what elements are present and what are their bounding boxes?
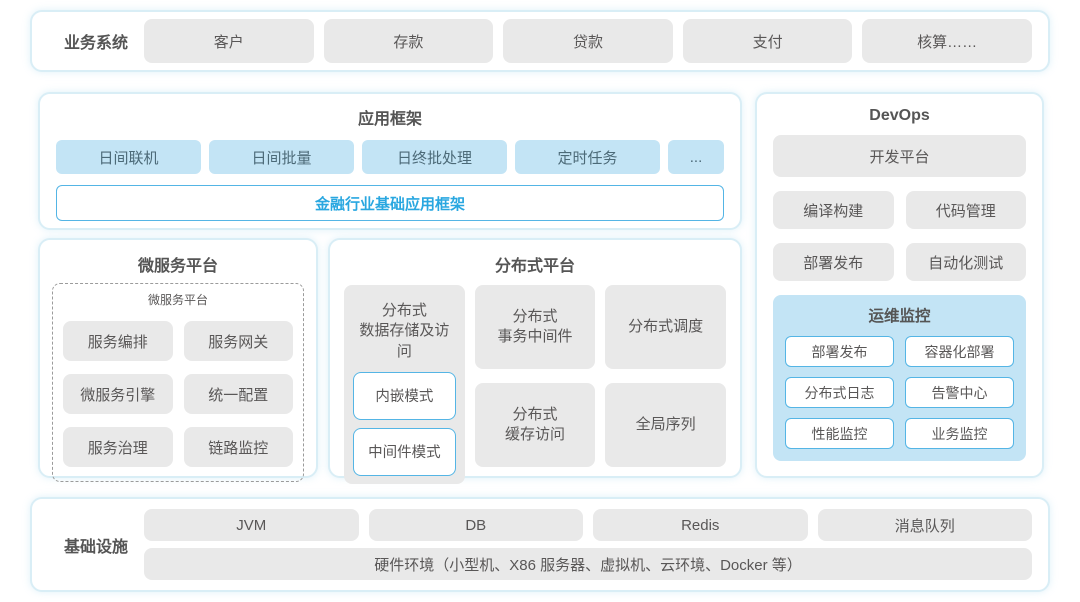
distributed-grid: 分布式 数据存储及访问 内嵌模式 中间件模式 分布式 事务中间件 分布式 缓存访… [344, 285, 727, 484]
infra-jvm: JVM [144, 509, 359, 541]
app-fw-item-daytime-batch: 日间批量 [209, 140, 354, 174]
cache-line1: 分布式 [512, 405, 558, 423]
app-fw-item-scheduled-task: 定时任务 [515, 140, 660, 174]
devops-deploy: 部署发布 [773, 243, 894, 281]
business-items: 客户 存款 贷款 支付 核算…… [144, 19, 1032, 63]
global-sequence: 全局序列 [605, 383, 727, 467]
cache-line2: 缓存访问 [505, 426, 566, 443]
distributed-title: 分布式平台 [494, 258, 575, 275]
distributed-storage-label: 分布式 数据存储及访问 [353, 301, 456, 362]
business-item-loan: 贷款 [503, 19, 673, 63]
infra-redis: Redis [593, 509, 808, 541]
infra-db: DB [368, 509, 583, 541]
middleware-mode: 中间件模式 [353, 427, 456, 476]
storage-label-line1: 分布式 [381, 302, 427, 319]
business-band-label: 业务系统 [63, 35, 128, 52]
ops-container-deploy: 容器化部署 [905, 336, 1014, 367]
financial-base-framework: 金融行业基础应用框架 [56, 185, 724, 221]
devops-build: 编译构建 [773, 191, 894, 229]
micro-row-1: 服务编排 服务网关 [63, 321, 293, 361]
scheduling-label: 分布式调度 [628, 317, 704, 335]
distributed-col-storage: 分布式 数据存储及访问 内嵌模式 中间件模式 [344, 285, 465, 484]
infra-row-1: JVM DB Redis 消息队列 [144, 509, 1032, 541]
embedded-mode: 内嵌模式 [353, 371, 456, 420]
app-fw-item-daytime-online: 日间联机 [56, 140, 201, 174]
app-framework-items: 日间联机 日间批量 日终批处理 定时任务 ... [56, 140, 724, 174]
ops-monitoring-title: 运维监控 [868, 308, 931, 325]
infrastructure-label: 基础设施 [63, 538, 128, 556]
app-fw-item-eod-batch: 日终批处理 [362, 140, 507, 174]
ops-distributed-log: 分布式日志 [785, 377, 894, 408]
ops-business-monitor: 业务监控 [905, 418, 1014, 449]
devops-title: DevOps [869, 107, 930, 124]
app-framework-title: 应用框架 [357, 111, 422, 128]
distributed-col-3: 分布式调度 全局序列 [605, 285, 727, 467]
app-fw-item-more: ... [668, 140, 724, 174]
ops-mon-row-1: 部署发布 容器化部署 [785, 336, 1014, 367]
ops-monitoring-panel: 运维监控 部署发布 容器化部署 分布式日志 告警中心 性能监控 业务监控 [773, 295, 1026, 461]
micro-row-3: 服务治理 链路监控 [63, 427, 293, 467]
distributed-cache: 分布式 缓存访问 [474, 383, 596, 467]
distributed-panel: 分布式平台 分布式 数据存储及访问 内嵌模式 中间件模式 分布式 事务中间件 [328, 238, 742, 484]
devops-row-2: 部署发布 自动化测试 [773, 243, 1026, 281]
microservice-inner-title: 微服务平台 [147, 293, 208, 307]
devops-code-mgmt: 代码管理 [905, 191, 1026, 229]
ops-alert-center: 告警中心 [905, 377, 1014, 408]
sequence-label: 全局序列 [635, 415, 696, 433]
microservice-title: 微服务平台 [137, 258, 218, 275]
distributed-storage-group: 分布式 数据存储及访问 内嵌模式 中间件模式 [344, 285, 465, 484]
micro-row-2: 微服务引擎 统一配置 [63, 374, 293, 414]
business-item-payment: 支付 [682, 19, 853, 63]
business-item-deposit: 存款 [323, 19, 494, 63]
business-item-accounting: 核算…… [862, 19, 1032, 63]
business-systems-band: 业务系统 客户 存款 贷款 支付 核算…… [30, 10, 1050, 72]
devops-row-1: 编译构建 代码管理 [773, 191, 1026, 229]
app-framework-panel: 应用框架 日间联机 日间批量 日终批处理 定时任务 ... 金融行业基础应用框架 [38, 92, 742, 230]
distributed-scheduling: 分布式调度 [605, 285, 727, 369]
transaction-line1: 分布式 [512, 307, 558, 325]
devops-dev-platform: 开发平台 [773, 135, 1026, 177]
microservice-panel: 微服务平台 微服务平台 服务编排 服务网关 微服务引擎 统一配置 服务治理 链路… [38, 238, 318, 482]
ops-mon-row-2: 分布式日志 告警中心 [785, 377, 1014, 408]
ops-deploy-release: 部署发布 [785, 336, 894, 367]
distributed-col-2: 分布式 事务中间件 分布式 缓存访问 [474, 285, 596, 467]
service-governance: 服务治理 [63, 427, 173, 467]
infra-hardware-env: 硬件环境（小型机、X86 服务器、虚拟机、云环境、Docker 等） [144, 548, 1032, 580]
transaction-line2: 事务中间件 [497, 328, 573, 345]
business-item-customer: 客户 [144, 19, 314, 63]
storage-label-line2: 数据存储及访问 [359, 322, 450, 360]
microservice-engine: 微服务引擎 [63, 374, 173, 414]
infrastructure-band: 基础设施 JVM DB Redis 消息队列 硬件环境（小型机、X86 服务器、… [30, 497, 1050, 592]
infrastructure-items: JVM DB Redis 消息队列 硬件环境（小型机、X86 服务器、虚拟机、云… [144, 497, 1032, 592]
microservice-inner-group: 微服务平台 服务编排 服务网关 微服务引擎 统一配置 服务治理 链路监控 [52, 283, 304, 482]
ops-performance-monitor: 性能监控 [785, 418, 894, 449]
distributed-transaction: 分布式 事务中间件 [474, 285, 596, 369]
infra-message-queue: 消息队列 [817, 509, 1032, 541]
devops-panel: DevOps 开发平台 编译构建 代码管理 部署发布 自动化测试 运维监控 部署… [755, 92, 1044, 478]
link-monitoring: 链路监控 [183, 427, 293, 467]
service-gateway: 服务网关 [183, 321, 293, 361]
service-orchestration: 服务编排 [63, 321, 173, 361]
ops-mon-row-3: 性能监控 业务监控 [785, 418, 1014, 449]
devops-auto-test: 自动化测试 [905, 243, 1026, 281]
unified-config: 统一配置 [183, 374, 293, 414]
